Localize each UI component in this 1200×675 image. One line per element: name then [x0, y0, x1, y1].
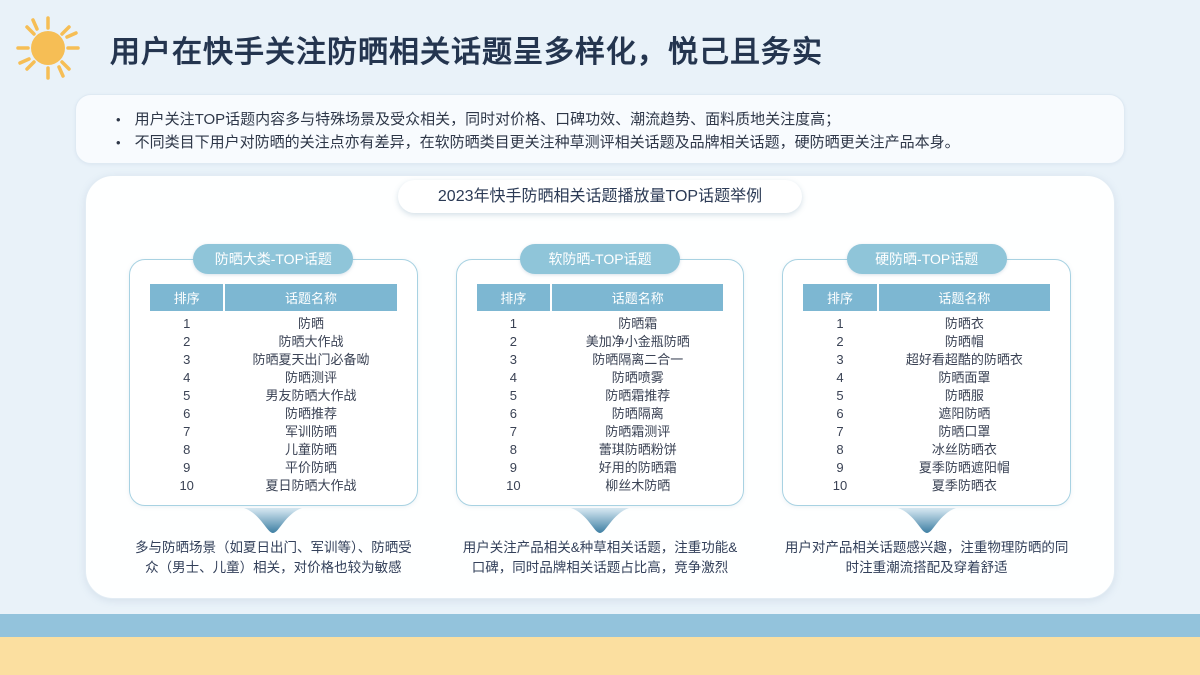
bullet-marker-icon: • [116, 135, 121, 150]
summary-box: • 用户关注TOP话题内容多与特殊场景及受众相关，同时对价格、口碑功效、潮流趋势… [75, 94, 1125, 164]
summary-list: • 用户关注TOP话题内容多与特殊场景及受众相关，同时对价格、口碑功效、潮流趋势… [98, 108, 1102, 154]
topics-card: 2023年快手防晒相关话题播放量TOP话题举例 防晒大类-TOP话题 排序 话题… [85, 175, 1115, 599]
bullet-marker-icon: • [116, 112, 121, 127]
summary-bullet: • 不同类目下用户对防晒的关注点亦有差异，在软防晒类目更关注种草测评相关话题及品… [98, 131, 1102, 154]
summary-bullet-text: 用户关注TOP话题内容多与特殊场景及受众相关，同时对价格、口碑功效、潮流趋势、面… [134, 111, 841, 128]
sun-icon [16, 16, 80, 80]
page-title: 用户在快手关注防晒相关话题呈多样化，悦己且务实 [110, 36, 823, 69]
card-title: 2023年快手防晒相关话题播放量TOP话题举例 [398, 180, 802, 213]
decorative-stripe-yellow [0, 637, 1200, 675]
table-header-row: 排序 话题名称 [803, 284, 1051, 311]
arrow-down-icon [244, 508, 303, 533]
arrow-down-icon [897, 508, 956, 533]
column-label: 软防晒-TOP话题 [520, 244, 680, 274]
column-caption: 用户对产品相关话题感兴趣，注重物理防晒的同时注重潮流搭配及穿着舒适 [784, 540, 1069, 575]
column-label: 防晒大类-TOP话题 [193, 244, 354, 274]
column-caption: 用户关注产品相关&种草相关话题，注重功能&口碑，同时品牌相关话题占比高，竞争激烈 [462, 540, 738, 575]
column-caption: 多与防晒场景（如夏日出门、军训等）、防晒受众（男士、儿童）相关，对价格也较为敏感 [134, 540, 412, 575]
summary-bullet-text: 不同类目下用户对防晒的关注点亦有差异，在软防晒类目更关注种草测评相关话题及品牌相… [134, 134, 960, 151]
column-header-topic: 话题名称 [225, 284, 397, 311]
arrow-down-icon [571, 508, 629, 533]
column-header-rank: 排序 [803, 284, 877, 311]
column-header-topic: 话题名称 [878, 284, 1051, 311]
column-header-rank: 排序 [150, 284, 224, 311]
decorative-stripe-blue [0, 614, 1200, 637]
table-header-row: 排序 话题名称 [150, 284, 397, 311]
table-header-row: 排序 话题名称 [476, 284, 724, 311]
column-header-rank: 排序 [476, 284, 551, 311]
summary-bullet: • 用户关注TOP话题内容多与特殊场景及受众相关，同时对价格、口碑功效、潮流趋势… [98, 108, 1102, 131]
column-header-topic: 话题名称 [552, 284, 724, 311]
column-label: 硬防晒-TOP话题 [846, 244, 1007, 274]
